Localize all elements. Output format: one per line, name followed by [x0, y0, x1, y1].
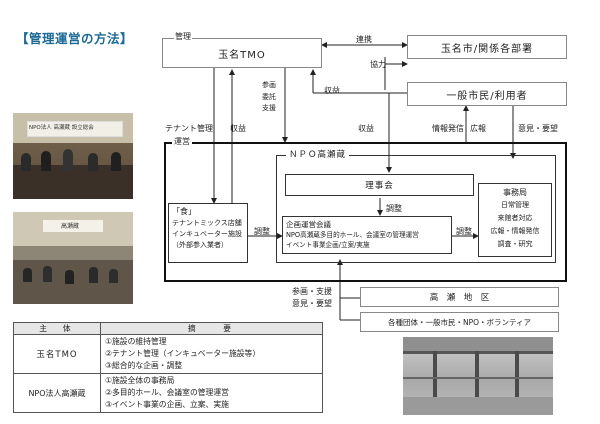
responsibility-table: 主 体 摘 要 玉名TMO ①施設の維持管理 ②テナント管理（インキュベーター施…: [13, 322, 323, 413]
npo-frame: [276, 155, 556, 263]
entity-cell: NPO法人高瀬蔵: [13, 373, 101, 413]
label-sankaku: 参画 委託 支援: [262, 81, 276, 112]
city-box: 玉名市/関係各部署: [407, 35, 567, 59]
table-row: 玉名TMO ①施設の維持管理 ②テナント管理（インキュベーター施設等） ③総合的…: [13, 334, 323, 374]
jimukyoku-title: 事務局: [503, 188, 527, 197]
label-iken-bottom: 意見・要望: [292, 299, 332, 308]
tmo-box: 玉名TMO: [162, 38, 322, 68]
npo-header: ＮＰＯ高瀬蔵: [286, 150, 350, 161]
citizens-box: 一般市民/利用者: [407, 82, 567, 106]
col-header-summary: 摘 要: [100, 322, 323, 335]
label-kokoku: 広報: [470, 124, 486, 133]
label-shueki-top: 収益: [324, 86, 340, 95]
groups-box: 各種団体・一般市民・NPO・ボランティア: [360, 312, 559, 332]
page-title: 【管理運営の方法】: [16, 31, 134, 46]
rijikai-box: 理事会: [285, 174, 474, 196]
label-iken: 意見・要望: [518, 124, 558, 133]
label-renkei: 連携: [356, 35, 372, 44]
jimukyoku-box: 事務局 日常管理 来館者対応 広報・情報発信 調査・研究: [478, 183, 552, 257]
label-chosei-center: 調整: [386, 204, 402, 213]
kikaku-box: 企画運営会議 NPO高瀬蔵多目的ホール、会議室の管理運営 イベント事業企画/立案…: [282, 216, 452, 254]
kikaku-title: 企画運営会議: [286, 220, 331, 229]
label-tenant: テナント管理: [165, 124, 213, 133]
shoku-title: 「食」: [172, 207, 196, 216]
label-shueki-mid: 収益: [358, 124, 374, 133]
takase-box: 高 瀬 地 区: [360, 287, 559, 307]
unei-frame: [164, 142, 567, 282]
table-row: NPO法人高瀬蔵 ①施設全体の事務局 ②多目的ホール、会議室の管理運営 ③イベン…: [13, 373, 323, 413]
label-shueki-left: 収益: [230, 124, 246, 133]
col-header-entity: 主 体: [13, 322, 101, 335]
label-kanri: 管理: [174, 32, 192, 42]
label-sankaku-shien: 参画・支援: [292, 287, 332, 296]
label-chosei-left: 調整: [254, 227, 270, 236]
label-kyoryoku: 協力: [370, 60, 386, 69]
shoku-box: 「食」 テナントミックス店舗 インキュベーター施設 （外部参入業者）: [168, 203, 248, 263]
warehouse-photo: [403, 337, 553, 415]
label-unei: 運営: [172, 137, 192, 147]
label-chosei-right: 調整: [456, 227, 472, 236]
banner-text: NPO法人 高瀬蔵 設立総会: [29, 125, 94, 131]
entity-cell: 玉名TMO: [13, 334, 101, 374]
table-header-row: 主 体 摘 要: [13, 322, 323, 335]
meeting-photo-2: 高瀬蔵: [13, 212, 133, 304]
label-joho: 情報発信: [432, 124, 464, 133]
meeting-photo-1: NPO法人 高瀬蔵 設立総会: [13, 113, 133, 199]
banner-text-2: 高瀬蔵: [61, 223, 80, 230]
